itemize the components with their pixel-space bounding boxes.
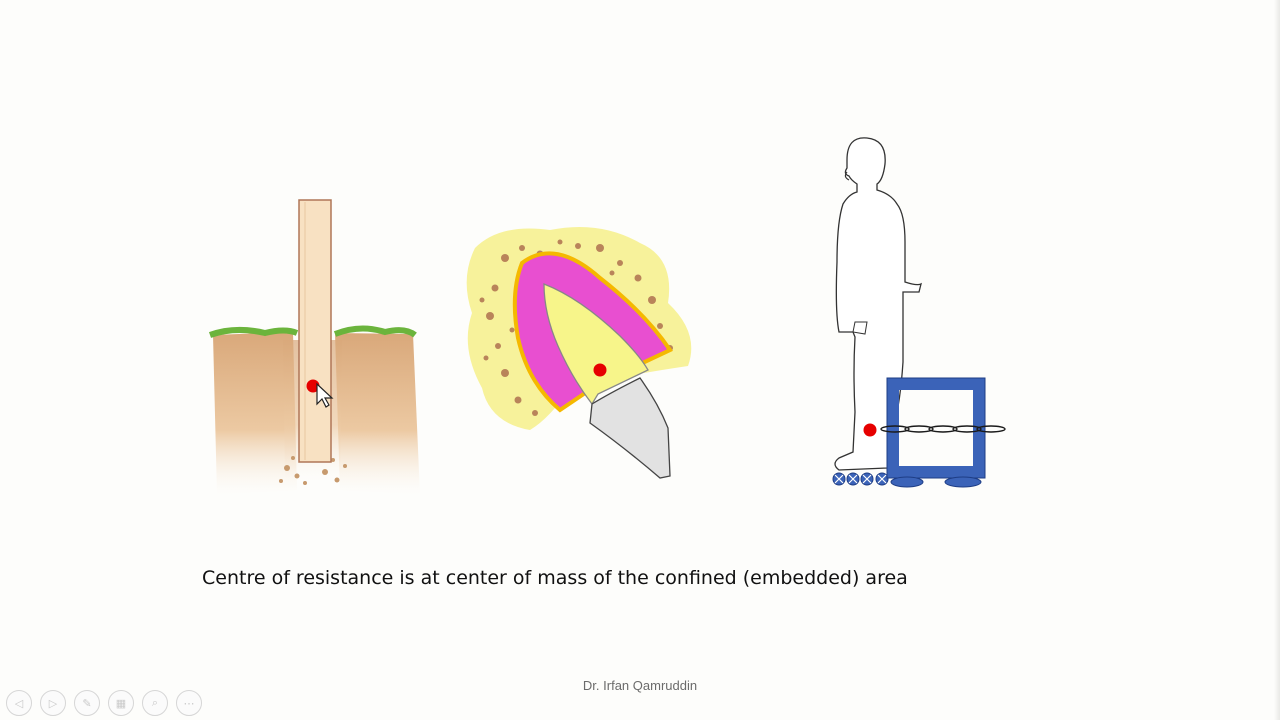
slide-footer-author: Dr. Irfan Qamruddin — [582, 678, 698, 693]
slideshow-controls: ◁ ▷ ✎ ▦ ⌕ ⋯ — [6, 690, 202, 716]
centre-of-resistance-marker — [306, 379, 320, 393]
magnifier-icon[interactable]: ⌕ — [142, 690, 168, 716]
centre-of-resistance-marker — [593, 363, 607, 377]
slide-edge — [1274, 0, 1280, 720]
person-on-roller-skates-illustration — [832, 137, 1006, 488]
pen-icon[interactable]: ✎ — [74, 690, 100, 716]
grid-icon[interactable]: ▦ — [108, 690, 134, 716]
centre-of-resistance-marker — [863, 423, 877, 437]
tooth-in-bone-illustration — [466, 226, 692, 479]
more-icon[interactable]: ⋯ — [176, 690, 202, 716]
post-in-ground-illustration — [208, 199, 420, 495]
slide-caption: Centre of resistance is at center of mas… — [202, 567, 908, 589]
right-arrow-icon[interactable]: ▷ — [40, 690, 66, 716]
mouse-cursor-icon — [316, 382, 334, 408]
left-arrow-icon[interactable]: ◁ — [6, 690, 32, 716]
